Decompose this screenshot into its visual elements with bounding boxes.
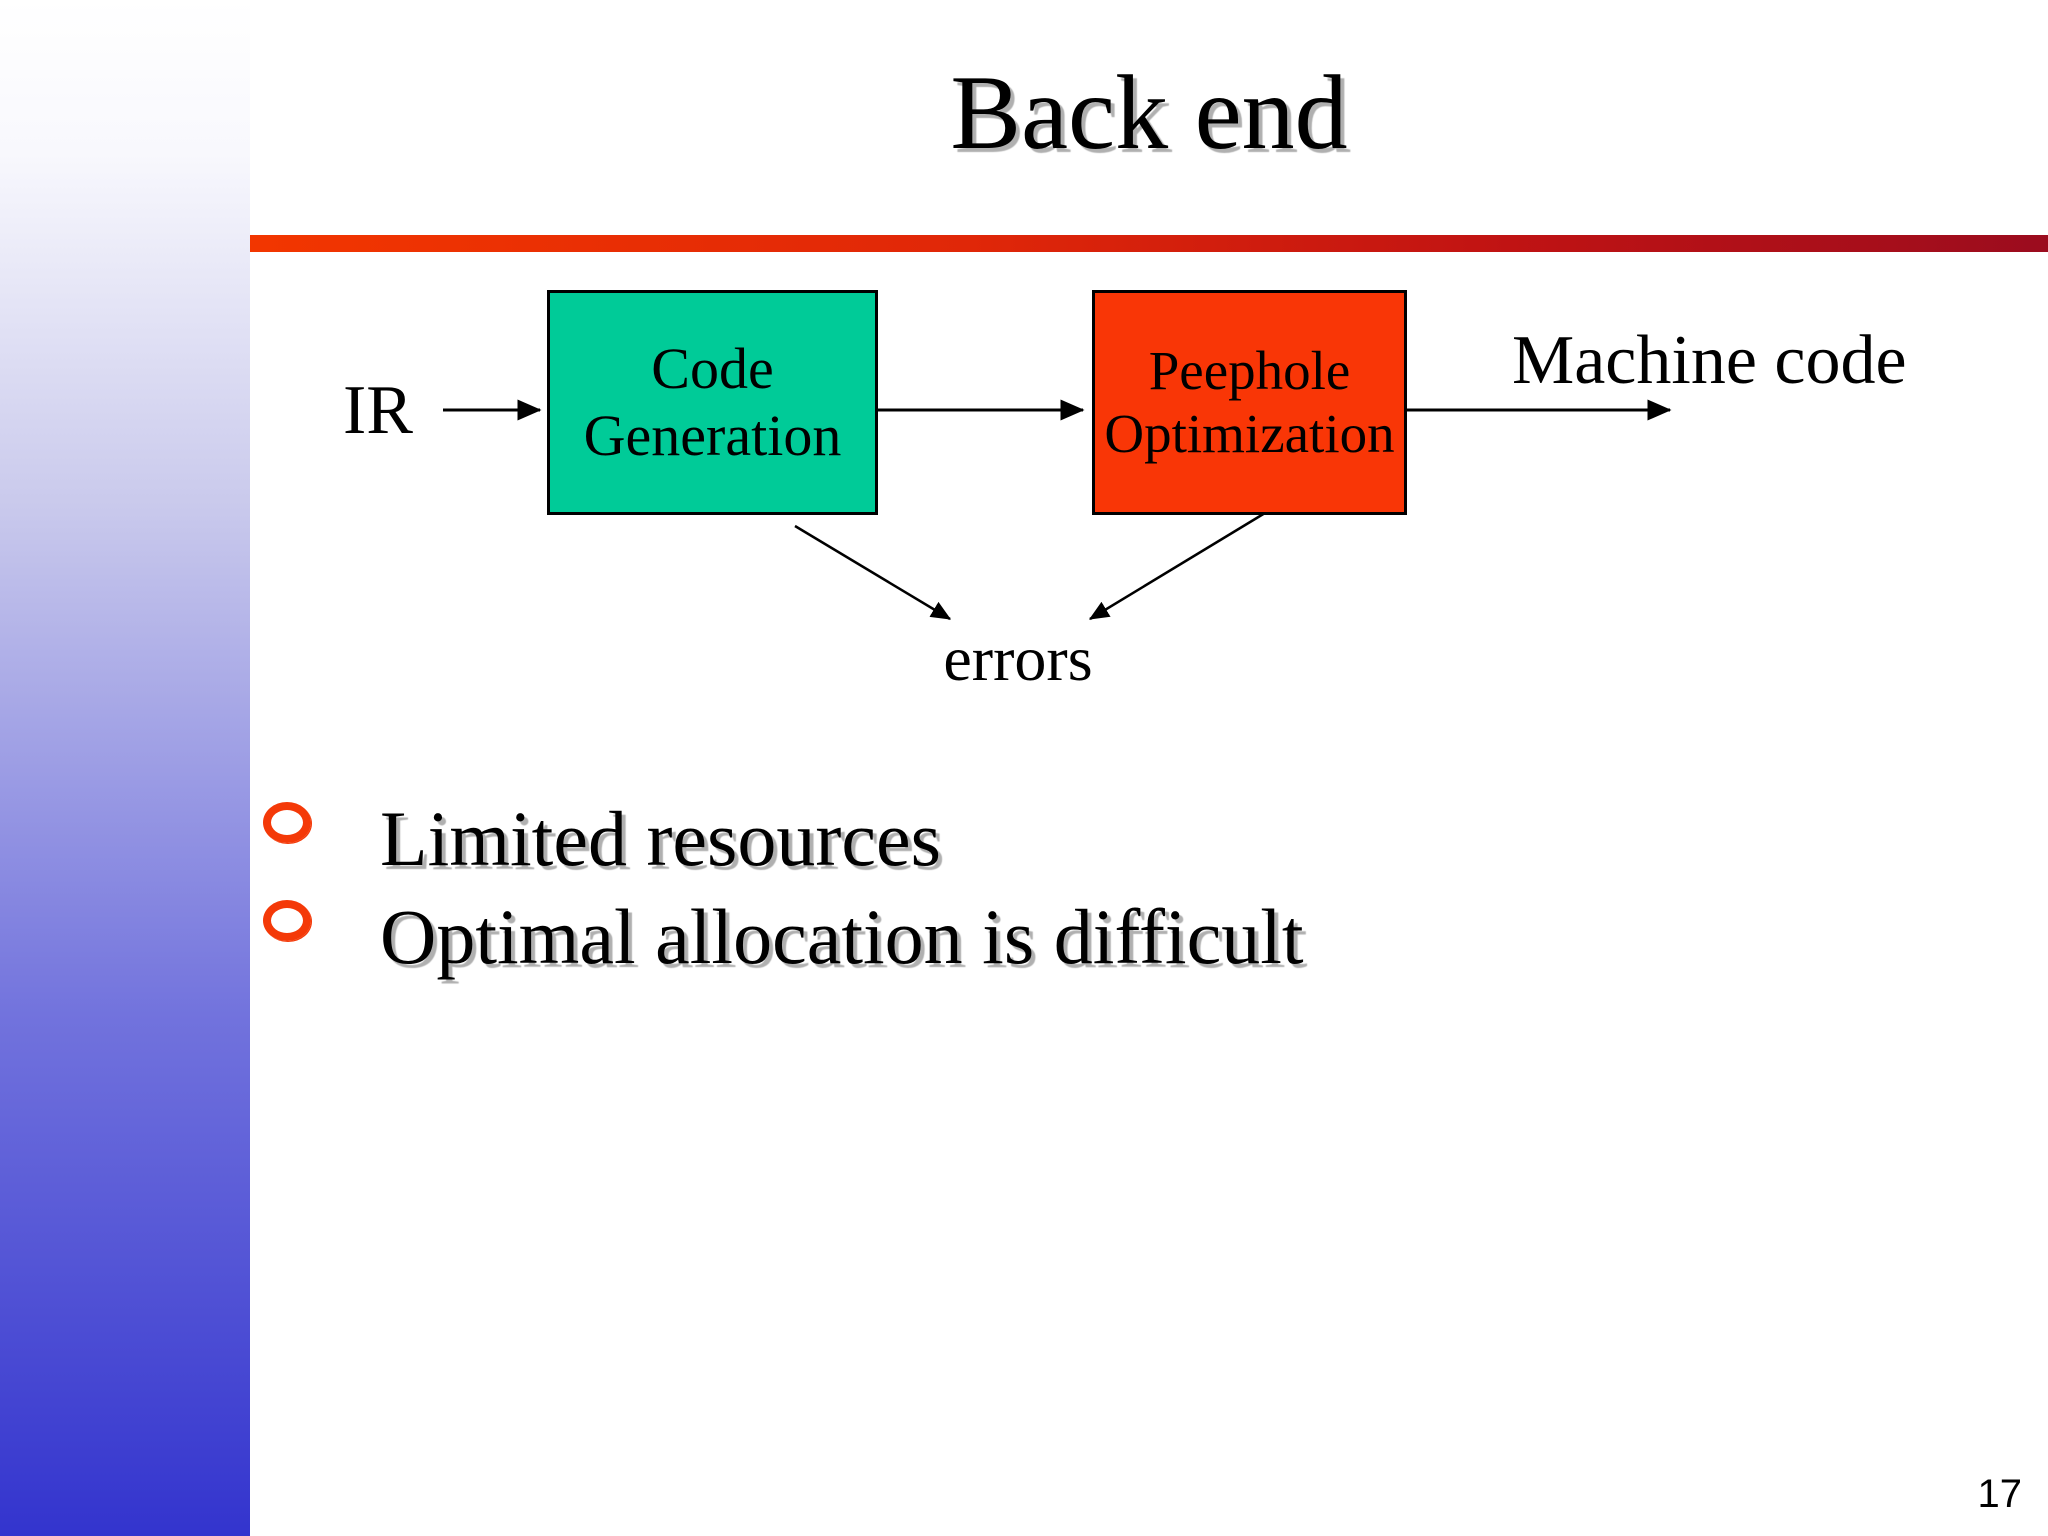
page-number: 17 (1977, 1472, 2023, 1516)
code-generation-box: Code Generation (547, 290, 878, 515)
peephole-optimization-box: Peephole Optimization (1092, 290, 1407, 515)
peephole-label-line1: Peephole (1148, 339, 1351, 401)
bullet-text: Limited resources (380, 795, 941, 882)
arrow-peephole-to-errors (1088, 511, 1266, 621)
bullet-item: Optimal allocation is difficult (263, 894, 1304, 980)
sidebar-gradient-bar (0, 0, 250, 1536)
bullet-item: Limited resources (263, 796, 941, 882)
arrow-codegen-to-errors (794, 524, 952, 621)
title-divider-rule (250, 235, 2048, 252)
ir-label: IR (343, 372, 413, 449)
bullet-ring-icon (263, 802, 311, 843)
peephole-label-line2: Optimization (1104, 402, 1395, 464)
bullet-text: Optimal allocation is difficult (380, 893, 1304, 980)
bullet-ring-icon (263, 900, 311, 941)
slide-title: Back end (950, 54, 1348, 171)
machine-code-label: Machine code (1512, 322, 1907, 399)
errors-label: errors (943, 623, 1093, 694)
code-generation-label-line1: Code (651, 336, 774, 402)
code-generation-label-line2: Generation (583, 402, 842, 468)
